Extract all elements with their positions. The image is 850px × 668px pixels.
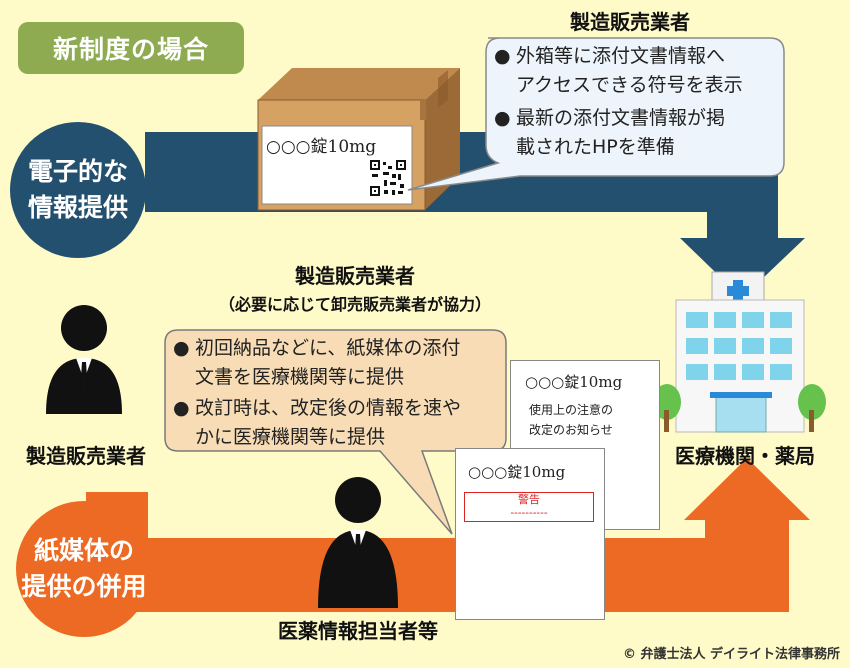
middle-bubble-item: ● 改訂時は、改定後の情報を速やかに医療機関等に提供 [173,394,505,452]
top-heading: 製造販売業者 [570,10,690,34]
middle-heading-line2: （必要に応じて卸売販売業者が協力） [218,295,491,314]
new-system-tag: 新制度の場合 [18,22,244,74]
middle-bubble-item: ● 初回納品などに、紙媒体の添付文書を医療機関等に提供 [173,334,505,392]
warning-box: 警告 ---------- [464,492,594,522]
middle-bubble-text: ● 初回納品などに、紙媒体の添付文書を医療機関等に提供 ● 改訂時は、改定後の情… [173,334,505,452]
top-item2-line1: 最新の添付文書情報が掲 [516,107,726,129]
revision-notice-line1: 使用上の注意の [529,403,614,417]
bullet-icon: ● [494,107,511,129]
box-drug-label: ○○○錠10mg [266,137,377,157]
bottom-person-label: 医薬情報担当者等 [278,619,438,643]
middle-item1-line2: 文書を医療機関等に提供 [195,366,405,388]
copyright-text: © 弁護士法人 デイライト法律事務所 [622,647,840,662]
paper-flow-arrow [86,458,810,612]
paper-line1: 紙媒体の [33,536,134,565]
electronic-line2: 情報提供 [27,193,128,222]
revision-notice-line2: 改定のお知らせ [529,423,613,437]
revision-notice-title: ○○○錠10mg [525,373,623,391]
top-item2-line2: 載されたHPを準備 [516,136,675,158]
qr-code-icon [370,160,406,196]
warning-label: 警告 [518,493,540,506]
warning-dashes: ---------- [510,506,548,519]
top-bubble-item: ● 外箱等に添付文書情報へアクセスできる符号を表示 [494,42,784,100]
paper-line2: 提供の併用 [21,572,147,601]
paper-provision-circle: 紙媒体の 提供の併用 [16,501,152,637]
top-bubble-item: ● 最新の添付文書情報が掲載されたHPを準備 [494,104,784,162]
middle-heading: 製造販売業者 （必要に応じて卸売販売業者が協力） [180,260,530,315]
hospital-icon [653,271,826,433]
middle-item2-line1: 改訂時は、改定後の情報を速や [195,397,462,419]
manufacturer-person-icon [46,305,122,414]
bullet-icon: ● [173,397,190,419]
middle-item2-line2: かに医療機関等に提供 [195,426,386,448]
package-insert-title: ○○○錠10mg [468,463,566,481]
top-item1-line2: アクセスできる符号を表示 [516,74,743,96]
electronic-line1: 電子的な [27,157,128,186]
bullet-icon: ● [494,45,511,67]
electronic-provision-circle: 電子的な 情報提供 [10,122,146,258]
middle-item1-line1: 初回納品などに、紙媒体の添付 [195,337,461,359]
top-bubble-text: ● 外箱等に添付文書情報へアクセスできる符号を表示 ● 最新の添付文書情報が掲載… [494,42,784,162]
package-insert-document: ○○○錠10mg 警告 ---------- [455,448,605,620]
middle-heading-line1: 製造販売業者 [295,264,415,288]
top-item1-line1: 外箱等に添付文書情報へ [516,45,726,67]
top-speech-bubble-shape [407,37,785,191]
left-person-label: 製造販売業者 [26,444,146,468]
middle-speech-bubble-shape [164,329,507,535]
mr-person-icon [318,477,398,608]
revision-notice-body: 使用上の注意の 改定のお知らせ [511,392,659,440]
hospital-label: 医療機関・薬局 [675,444,815,468]
bullet-icon: ● [173,337,190,359]
